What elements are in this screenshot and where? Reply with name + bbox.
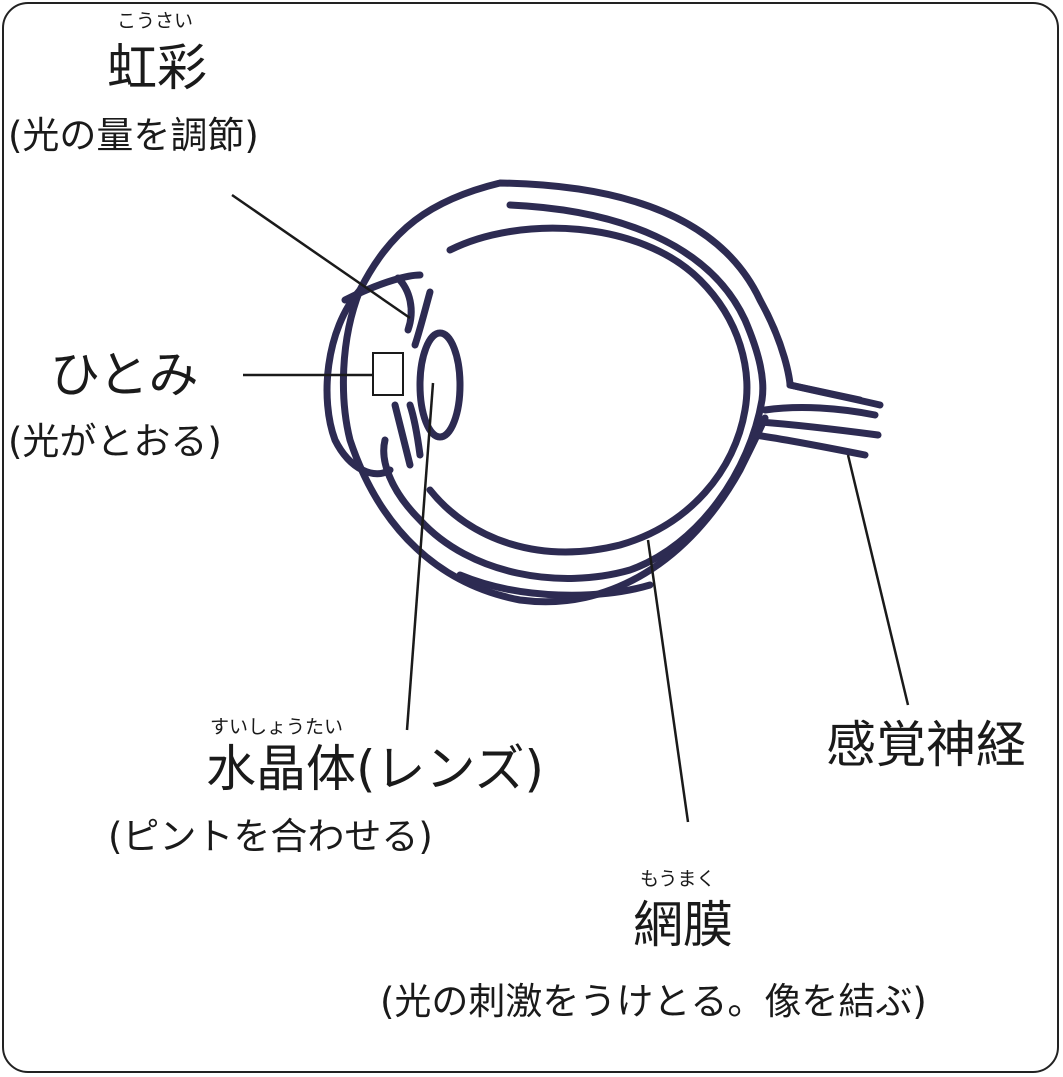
lens-ruby: すいしょうたい xyxy=(210,716,344,738)
optic-nerve-3 xyxy=(751,431,869,459)
retina-layer xyxy=(426,224,751,556)
iris-top xyxy=(394,274,415,334)
retina-description: (光の刺激をうけとる。像を結ぶ) xyxy=(380,980,927,1023)
iris-ruby: こうさい xyxy=(117,10,194,32)
optic-nerve-label: 感覚神経 xyxy=(826,716,1026,774)
pupil-label: ひとみ xyxy=(50,346,199,404)
iris-bottom xyxy=(391,401,414,469)
lens-shape xyxy=(416,329,464,441)
eyeball-outline xyxy=(323,179,884,606)
iris-leader xyxy=(231,193,411,320)
optic-nerve-1 xyxy=(761,404,879,419)
iris-description: (光の量を調節) xyxy=(8,114,259,157)
cornea-inner xyxy=(341,271,424,304)
iris-bottom-2 xyxy=(406,401,424,459)
retina-ruby: もうまく xyxy=(640,868,716,890)
sclera-bottom xyxy=(456,571,654,599)
lens-description: (ピントを合わせる) xyxy=(108,815,433,858)
optic-nerve-4 xyxy=(786,381,884,409)
pupil-description: (光がとおる) xyxy=(8,420,222,463)
optic-nerve-2 xyxy=(756,418,882,439)
iris-label: 虹彩 xyxy=(107,39,207,97)
cornea xyxy=(323,286,394,478)
retina-label: 網膜 xyxy=(633,896,733,954)
lens-label: 水晶体(レンズ) xyxy=(206,740,545,798)
pupil-marker xyxy=(372,352,404,396)
retina-leader xyxy=(646,539,690,823)
iris-top-2 xyxy=(411,288,434,349)
lens-leader xyxy=(405,382,435,731)
leader-lines xyxy=(231,193,910,823)
optic-nerve-leader xyxy=(846,454,910,706)
